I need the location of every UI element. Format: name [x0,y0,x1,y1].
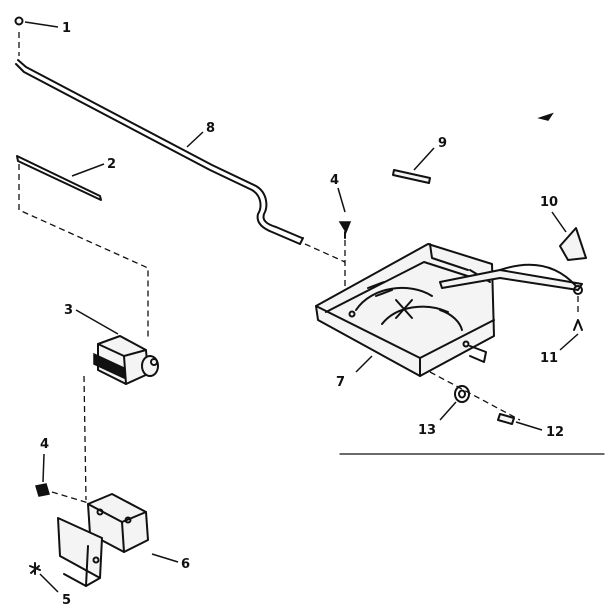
callout-1: 1 [62,21,71,36]
part-5-screw [29,562,41,575]
dash-rod-motor [18,164,149,338]
callout-11: 11 [540,351,558,366]
leader-4-lower [42,453,45,483]
leader-1 [24,21,59,28]
callout-3: 3 [64,303,73,318]
dash-plate-fastener [429,371,521,421]
part-2-small-rod [16,155,102,201]
part-7-latch-plate [315,243,495,377]
callout-6: 6 [181,557,190,572]
leader-8 [186,131,204,148]
leader-12 [515,421,543,431]
callout-8: 8 [206,121,215,136]
part-6-bracket [57,493,149,587]
part-4-screw-upper [338,221,352,239]
leader-10 [551,211,567,233]
leader-5 [39,573,59,593]
part-10-latch-arm [439,227,587,295]
callout-7: 7 [336,375,345,390]
dash-rod-plate [304,243,346,263]
callout-12: 12 [546,425,564,440]
dash-screw-bracket [51,491,93,505]
part-4-screw-lower [35,483,50,497]
callout-2: 2 [107,157,116,172]
part-3-motor [93,335,159,385]
leader-6 [151,553,179,563]
callout-10: 10 [540,195,558,210]
callout-4-lower: 4 [40,437,49,452]
part-13-washer [454,385,470,403]
leader-11 [559,333,579,351]
part-12-rivet [497,413,515,425]
callout-4-upper: 4 [330,173,339,188]
part-9-pin [392,169,431,184]
part-1-clip [14,16,24,26]
dash-motor-bracket [83,375,87,501]
callout-5: 5 [62,593,71,608]
stray-mark [537,112,554,121]
part-8-rod [15,59,304,245]
leader-3 [75,309,119,335]
leader-9 [413,147,435,171]
leader-7 [355,355,373,373]
leader-13 [439,401,457,421]
part-11-hook [573,319,583,331]
callout-9: 9 [438,136,447,151]
callout-13: 13 [418,423,436,438]
leader-4-upper [337,187,346,213]
leader-2 [71,163,105,177]
